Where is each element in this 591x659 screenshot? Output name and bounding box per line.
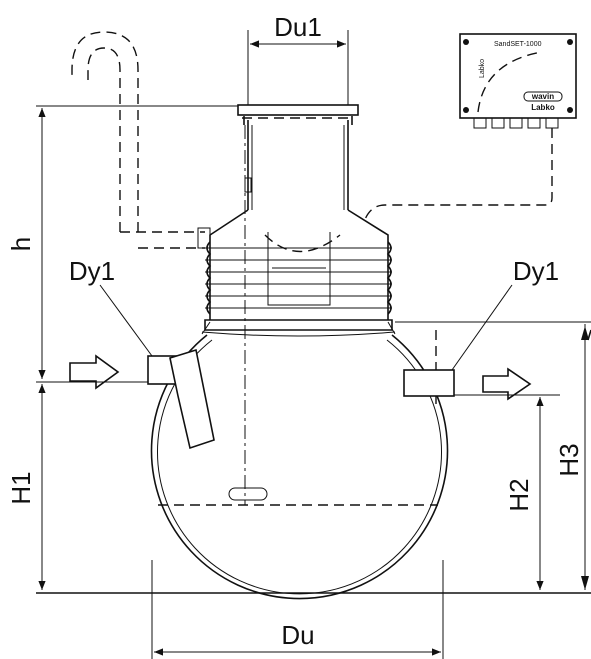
inlet: Dy1 [69, 256, 215, 450]
vent-pipe [71, 31, 211, 249]
screw-icon [567, 107, 573, 113]
label-h3: H3 [554, 443, 584, 476]
dimension-du: Du [151, 560, 444, 659]
logo-labko: Labko [531, 103, 555, 112]
riser [201, 104, 396, 337]
logo-wavin: wavin [531, 92, 554, 101]
label-h: h [6, 237, 36, 251]
dimension-du1: Du1 [247, 12, 349, 112]
dimension-h1: H1 [6, 381, 150, 590]
label-du1: Du1 [274, 12, 322, 42]
label-dy1-left: Dy1 [69, 256, 115, 286]
screw-icon [463, 39, 469, 45]
controller-box: SandSET-1000 Labko wavin Labko [363, 33, 577, 223]
screw-icon [567, 39, 573, 45]
dimension-h3: H3 [395, 321, 591, 590]
label-h2: H2 [504, 478, 534, 511]
screw-icon [463, 107, 469, 113]
controller-brand-vertical: Labko [479, 59, 486, 78]
label-h1: H1 [6, 471, 36, 504]
level-sensor [228, 478, 268, 501]
label-du: Du [281, 620, 314, 650]
dimension-h: h [6, 105, 246, 379]
dimension-h2: H2 [440, 394, 560, 590]
outlet: Dy1 [403, 256, 591, 401]
controller-model: SandSET-1000 [494, 41, 542, 48]
label-dy1-right: Dy1 [513, 256, 559, 286]
